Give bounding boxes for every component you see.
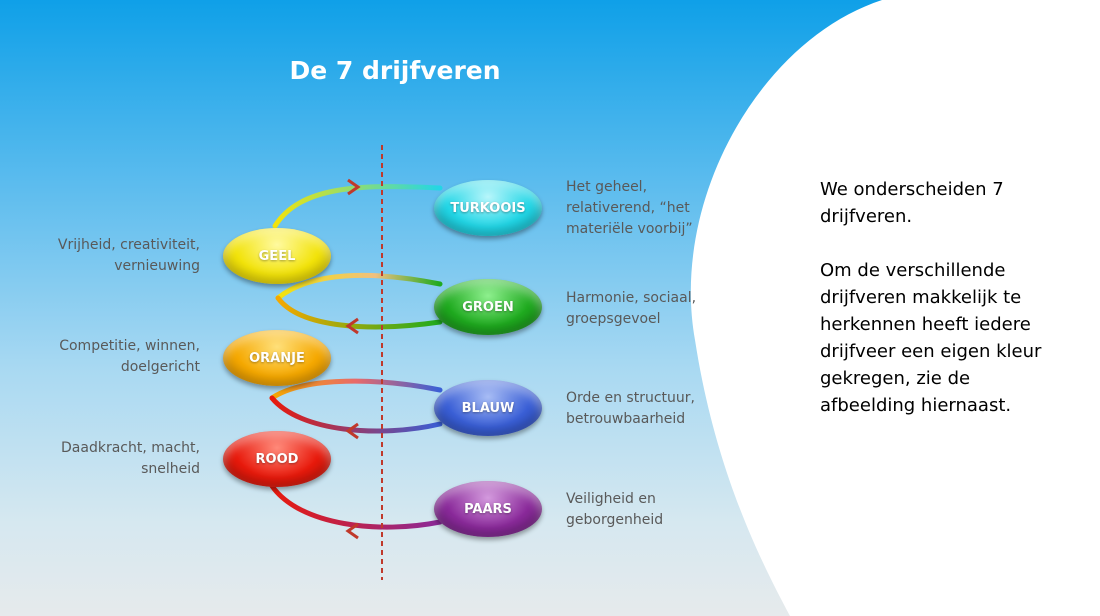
desc-line: Veiligheid en bbox=[566, 491, 656, 507]
pill-paars: PAARS bbox=[434, 481, 542, 537]
arrow-left-icon bbox=[345, 422, 359, 440]
desc-line: betrouwbaarheid bbox=[566, 411, 686, 427]
arc-geel-turkoois bbox=[272, 184, 443, 229]
text-line: We onderscheiden 7 bbox=[820, 179, 1004, 200]
pill-label: GEEL bbox=[258, 248, 296, 264]
arc-blauw-rood bbox=[269, 395, 443, 434]
desc-turkoois: Het geheel, relativerend, “het materiële… bbox=[566, 177, 726, 240]
pill-blauw: BLAUW bbox=[434, 380, 542, 436]
desc-rood: Daadkracht, macht, snelheid bbox=[30, 438, 200, 480]
pill-label: BLAUW bbox=[461, 400, 515, 416]
desc-line: relativerend, “het bbox=[566, 200, 690, 216]
arrow-heads bbox=[345, 178, 361, 540]
desc-line: snelheid bbox=[141, 461, 200, 477]
desc-line: doelgericht bbox=[120, 359, 200, 375]
slide-title: De 7 drijfveren bbox=[289, 56, 501, 85]
text-line: afbeelding hiernaast. bbox=[820, 395, 1012, 416]
arc-oranje-blauw bbox=[269, 378, 443, 401]
pill-label: ORANJE bbox=[249, 350, 305, 366]
desc-line: Orde en structuur, bbox=[566, 390, 695, 406]
desc-geel: Vrijheid, creativiteit, vernieuwing bbox=[30, 235, 200, 277]
desc-oranje: Competitie, winnen, doelgericht bbox=[30, 336, 200, 378]
pill-groen: GROEN bbox=[434, 279, 542, 335]
pill-rood: ROOD bbox=[223, 431, 331, 487]
pill-label: TURKOOIS bbox=[450, 200, 526, 216]
text-line: Om de verschillende bbox=[820, 260, 1006, 281]
arrow-left-icon bbox=[345, 317, 359, 335]
explanation-text: We onderscheiden 7 drijfveren. Om de ver… bbox=[820, 176, 1070, 446]
desc-line: Het geheel, bbox=[566, 179, 648, 195]
desc-line: geborgenheid bbox=[566, 512, 664, 528]
desc-blauw: Orde en structuur, betrouwbaarheid bbox=[566, 388, 726, 430]
desc-paars: Veiligheid en geborgenheid bbox=[566, 489, 726, 531]
pill-label: GROEN bbox=[462, 299, 514, 315]
connector-arcs bbox=[269, 184, 443, 530]
text-line: drijfveren. bbox=[820, 206, 913, 227]
desc-line: Vrijheid, creativiteit, bbox=[57, 237, 200, 253]
desc-line: materiële voorbij” bbox=[566, 221, 693, 237]
text-line: gekregen, zie de bbox=[820, 368, 971, 389]
explanation-paragraph-1: We onderscheiden 7 drijfveren. bbox=[820, 176, 1070, 230]
arc-groen-oranje bbox=[275, 295, 443, 330]
text-line: herkennen heeft iedere bbox=[820, 314, 1031, 335]
arc-rood-paars bbox=[269, 483, 443, 530]
desc-line: vernieuwing bbox=[114, 258, 200, 274]
desc-groen: Harmonie, sociaal, groepsgevoel bbox=[566, 288, 726, 330]
explanation-paragraph-2: Om de verschillende drijfveren makkelijk… bbox=[820, 257, 1070, 419]
pill-label: ROOD bbox=[255, 451, 299, 467]
arrow-right-icon bbox=[347, 178, 361, 196]
desc-line: Competitie, winnen, bbox=[59, 338, 200, 354]
arc-geel-groen bbox=[275, 272, 443, 301]
desc-line: Harmonie, sociaal, bbox=[566, 290, 697, 306]
text-line: drijfveer een eigen kleur bbox=[820, 341, 1042, 362]
arrow-left-icon bbox=[345, 522, 359, 540]
pill-oranje: ORANJE bbox=[223, 330, 331, 386]
desc-line: Daadkracht, macht, bbox=[61, 440, 200, 456]
pill-turkoois: TURKOOIS bbox=[434, 180, 542, 236]
pill-label: PAARS bbox=[464, 501, 512, 517]
pill-geel: GEEL bbox=[223, 228, 331, 284]
text-line: drijfveren makkelijk te bbox=[820, 287, 1022, 308]
desc-line: groepsgevoel bbox=[566, 311, 661, 327]
